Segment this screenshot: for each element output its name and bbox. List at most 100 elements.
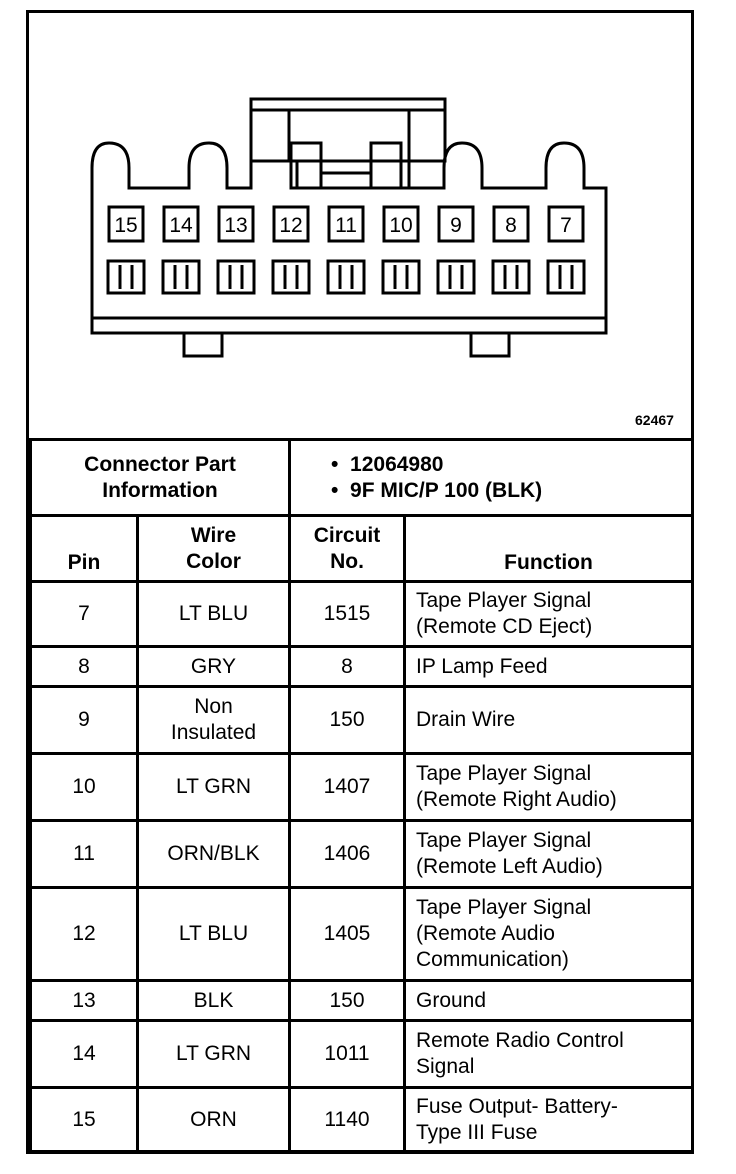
function-cell-line-2: Signal	[416, 1055, 475, 1078]
terminal-13-cavity	[216, 259, 256, 295]
terminal-15-cavity	[106, 259, 146, 295]
circuit-cell: 1407	[288, 752, 406, 822]
connector-description-line: • 9F MIC/P 100 (BLK)	[331, 478, 543, 502]
connector-description: 9F MIC/P 100 (BLK)	[350, 478, 543, 502]
terminal-11-cavity	[326, 259, 366, 295]
circuit-cell-line-1: 150	[329, 708, 365, 731]
circuit-cell-line-1: 150	[329, 988, 365, 1012]
pin-cell: 15	[29, 1086, 139, 1153]
function-cell-line-1: Remote Radio Control	[416, 1029, 624, 1052]
pin-cell: 11	[29, 819, 139, 889]
function-cell-line-2: (Remote CD Eject)	[416, 615, 593, 638]
pin-12-label: 12	[279, 214, 302, 237]
function-cell-line-1: Drain Wire	[416, 708, 516, 731]
circuit-cell-line-1: 1011	[324, 1042, 370, 1065]
function-cell-line-2: (Remote Left Audio)	[416, 855, 603, 878]
pinout-table: Connector Part Information • 12064980 • …	[29, 438, 694, 1153]
pin-15-box	[107, 205, 145, 243]
pin-row-13: 13 BLK 150 Ground	[29, 979, 694, 1022]
function-cell-line-3: Communication)	[416, 948, 569, 971]
pin-12-box	[272, 205, 310, 243]
function-cell-line-2: (Remote Right Audio)	[416, 788, 617, 811]
wire-color-cell: LT GRN	[136, 1019, 291, 1089]
pin-cell: 12	[29, 886, 139, 982]
wire-color-cell: ORN	[136, 1086, 291, 1153]
pin-cell: 7	[29, 580, 139, 648]
function-cell-line-1: Fuse Output- Battery-	[416, 1094, 618, 1118]
wire-color-cell: BLK	[136, 979, 291, 1022]
wire-color-cell-line-2: Insulated	[170, 721, 257, 744]
function-cell-line-1: Tape Player Signal	[416, 762, 592, 785]
pin-row-11: 11 ORN/BLK 1406 Tape Player Signal (Remote L…	[29, 819, 694, 889]
pin-cell-line-1: 13	[72, 988, 96, 1012]
function-header: Function	[403, 514, 694, 583]
circuit-cell-line-1: 1405	[323, 922, 371, 945]
function-cell: IP Lamp Feed	[403, 645, 694, 688]
function-cell: Tape Player Signal (Remote Right Audio)	[403, 752, 694, 822]
pin-8-box	[492, 205, 530, 243]
pin-cell-line-1: 8	[78, 654, 90, 678]
pin-15-label: 15	[114, 214, 137, 237]
pin-header: Pin	[29, 514, 139, 583]
terminal-14-cavity	[161, 259, 201, 295]
pin-cell-line-1: 9	[78, 708, 90, 731]
terminal-7-cavity	[546, 259, 586, 295]
mount-foot-left	[182, 331, 224, 358]
connector-info-label-line2: Information	[102, 478, 218, 502]
pin-row-10: 10 LT GRN 1407 Tape Player Signal (Remote Ri…	[29, 752, 694, 822]
function-cell: Ground	[403, 979, 694, 1022]
circuit-cell: 1140	[288, 1086, 406, 1153]
pin-10-label: 10	[389, 214, 412, 237]
wire-color-cell: LT GRN	[136, 752, 291, 822]
pin-8-label: 8	[505, 214, 517, 237]
wire-color-cell-line-1: ORN	[190, 1107, 237, 1131]
pin-cell-line-1: 10	[72, 775, 96, 798]
wire-color-header: Wire Color	[136, 514, 291, 583]
circuit-cell-line-1: 1407	[323, 775, 371, 798]
latch-slot-right	[369, 141, 403, 190]
function-cell: Tape Player Signal (Remote CD Eject)	[403, 580, 694, 648]
circuit-cell-line-1: 1515	[323, 602, 371, 625]
function-cell-line-1: Tape Player Signal	[416, 589, 592, 612]
pin-7-box	[547, 205, 585, 243]
function-cell-line-1: IP Lamp Feed	[416, 654, 548, 678]
function-cell-line-1: Tape Player Signal	[416, 829, 592, 852]
connector-info-row: Connector Part Information • 12064980 • …	[29, 438, 694, 517]
function-cell-line-1: Tape Player Signal	[416, 896, 592, 919]
wire-color-cell: GRY	[136, 645, 291, 688]
circuit-cell: 1515	[288, 580, 406, 648]
mount-foot-right	[469, 331, 511, 358]
terminal-12-cavity	[271, 259, 311, 295]
part-number: 12064980	[350, 452, 444, 476]
circuit-cell-line-1: 1140	[324, 1107, 370, 1131]
circuit-header: Circuit No.	[288, 514, 406, 583]
circuit-cell: 150	[288, 685, 406, 755]
latch-slot-left	[289, 141, 323, 190]
function-cell: Fuse Output- Battery-Type III Fuse	[403, 1086, 694, 1153]
wire-color-cell-line-1: LT BLU	[178, 602, 249, 625]
wire-color-header-line1: Wire	[190, 523, 237, 547]
connector-latch	[249, 97, 447, 163]
wire-color-cell-line-1: LT GRN	[175, 775, 252, 798]
pin-cell-line-1: 14	[72, 1042, 96, 1065]
function-cell: Drain Wire	[403, 685, 694, 755]
pin-cell: 13	[29, 979, 139, 1022]
pin-11-label: 11	[335, 214, 357, 237]
figure-number: 62467	[635, 412, 674, 428]
wire-color-cell-line-1: LT GRN	[175, 1042, 252, 1065]
wire-color-cell-line-1: Non	[194, 695, 233, 718]
wire-color-cell-line-1: ORN/BLK	[167, 842, 260, 865]
connector-info-label: Connector Part Information	[29, 438, 291, 517]
pin-9-box	[437, 205, 475, 243]
pin-cell: 9	[29, 685, 139, 755]
circuit-cell: 1406	[288, 819, 406, 889]
wire-color-cell-line-1: BLK	[193, 988, 234, 1012]
